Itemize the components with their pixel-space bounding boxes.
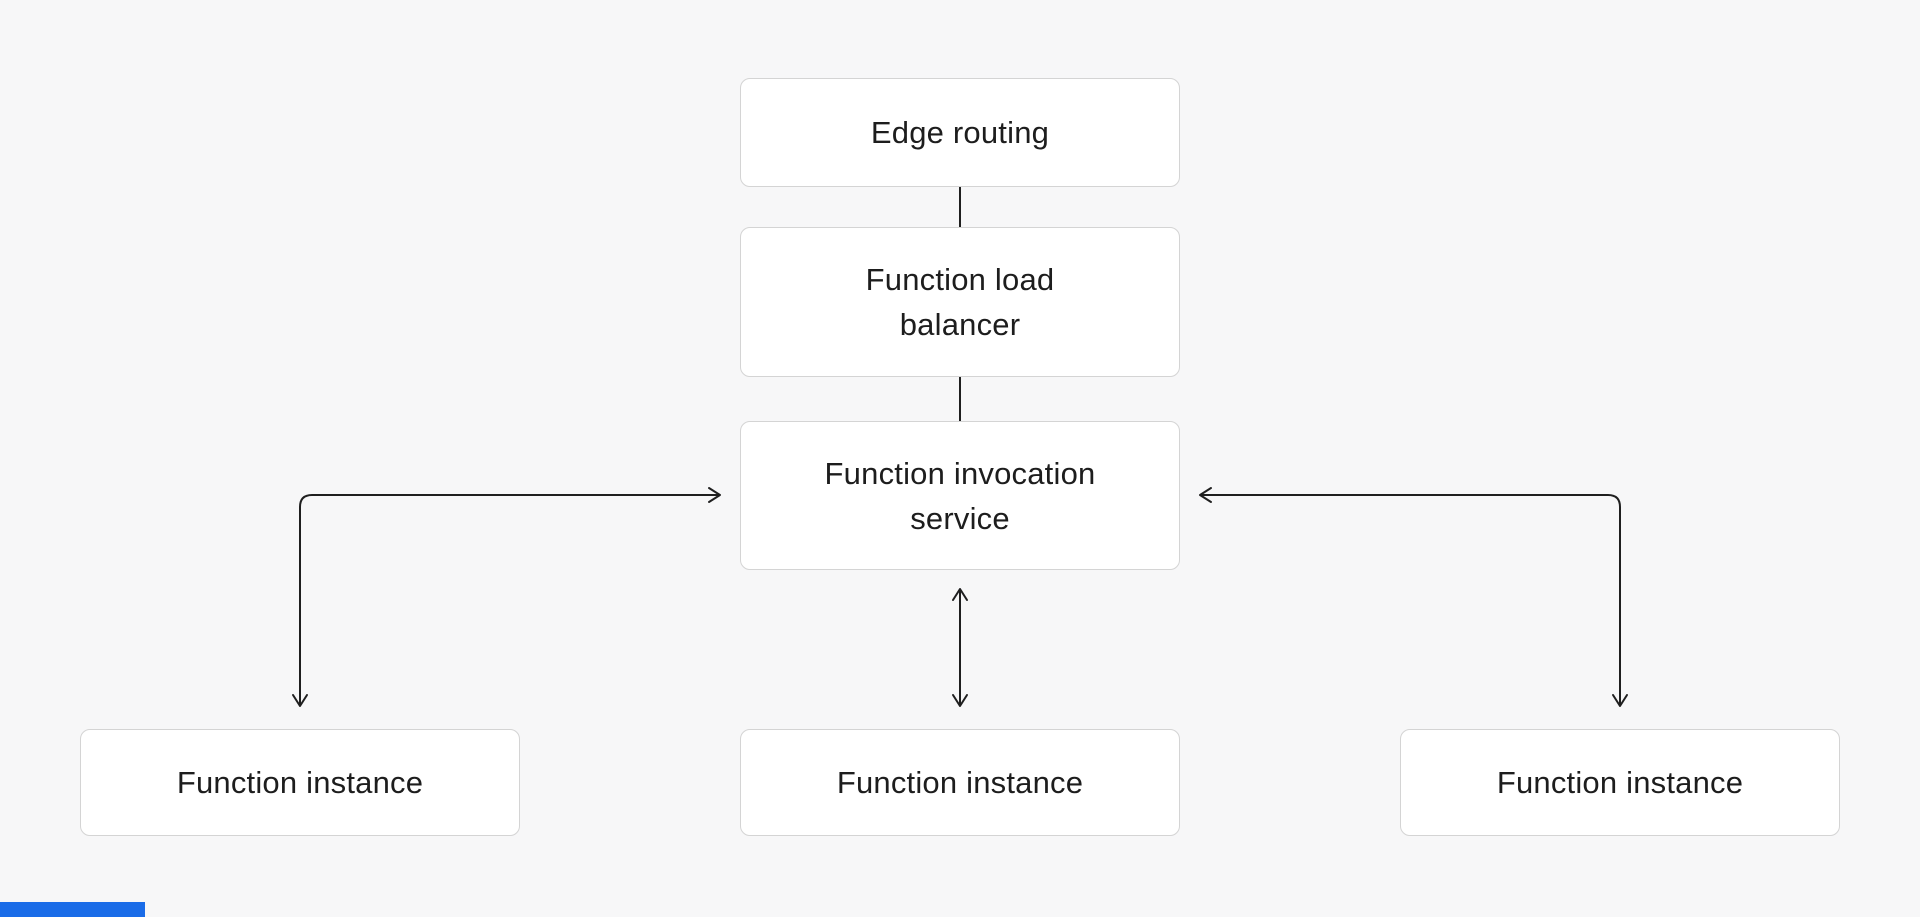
invocation-to-right-instance-arrow <box>1199 487 1628 707</box>
node-function-instance-left: Function instance <box>80 729 520 836</box>
node-label: Function instance <box>836 765 1084 800</box>
node-function-instance-middle: Function instance <box>740 729 1180 836</box>
node-label: Edge routing <box>870 115 1050 150</box>
node-edge-routing: Edge routing <box>740 78 1180 187</box>
node-label: Function instance <box>1496 765 1744 800</box>
bottom-left-accent-bar <box>0 902 145 917</box>
node-label: Function load balancer <box>865 262 1055 342</box>
invocation-to-left-instance-arrow <box>292 487 721 707</box>
node-label: Function invocation service <box>824 455 1096 536</box>
node-label: Function instance <box>176 765 424 800</box>
node-function-load-balancer: Function load balancer <box>740 227 1180 377</box>
node-function-invocation-service: Function invocation service <box>740 421 1180 570</box>
node-function-instance-right: Function instance <box>1400 729 1840 836</box>
